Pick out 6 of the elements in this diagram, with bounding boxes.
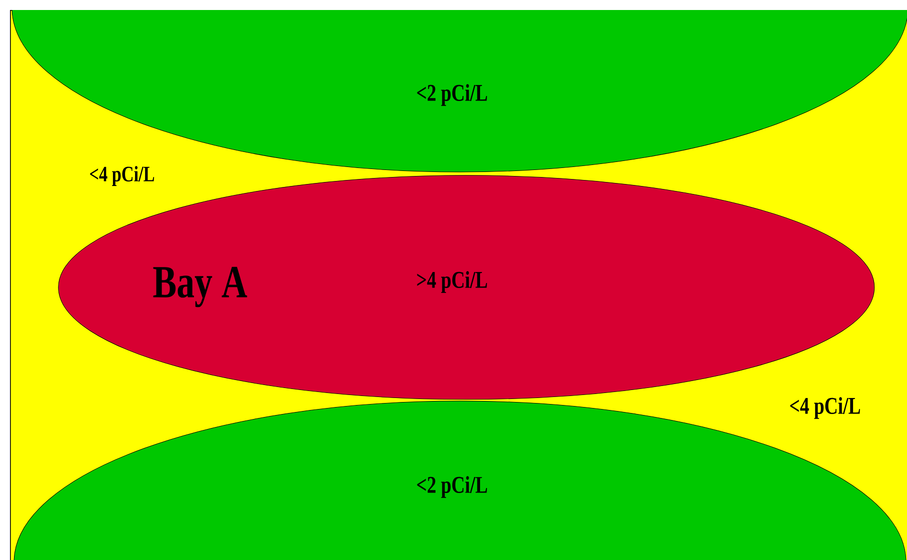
zone-label: <2 pCi/L (417, 476, 487, 498)
zone-label: >4 pCi/L (417, 271, 487, 293)
zone-label: <4 pCi/L (790, 397, 860, 419)
zone-label: <4 pCi/L (90, 166, 154, 186)
area-name: Bay A (153, 266, 248, 308)
zone-label: <2 pCi/L (417, 84, 487, 106)
